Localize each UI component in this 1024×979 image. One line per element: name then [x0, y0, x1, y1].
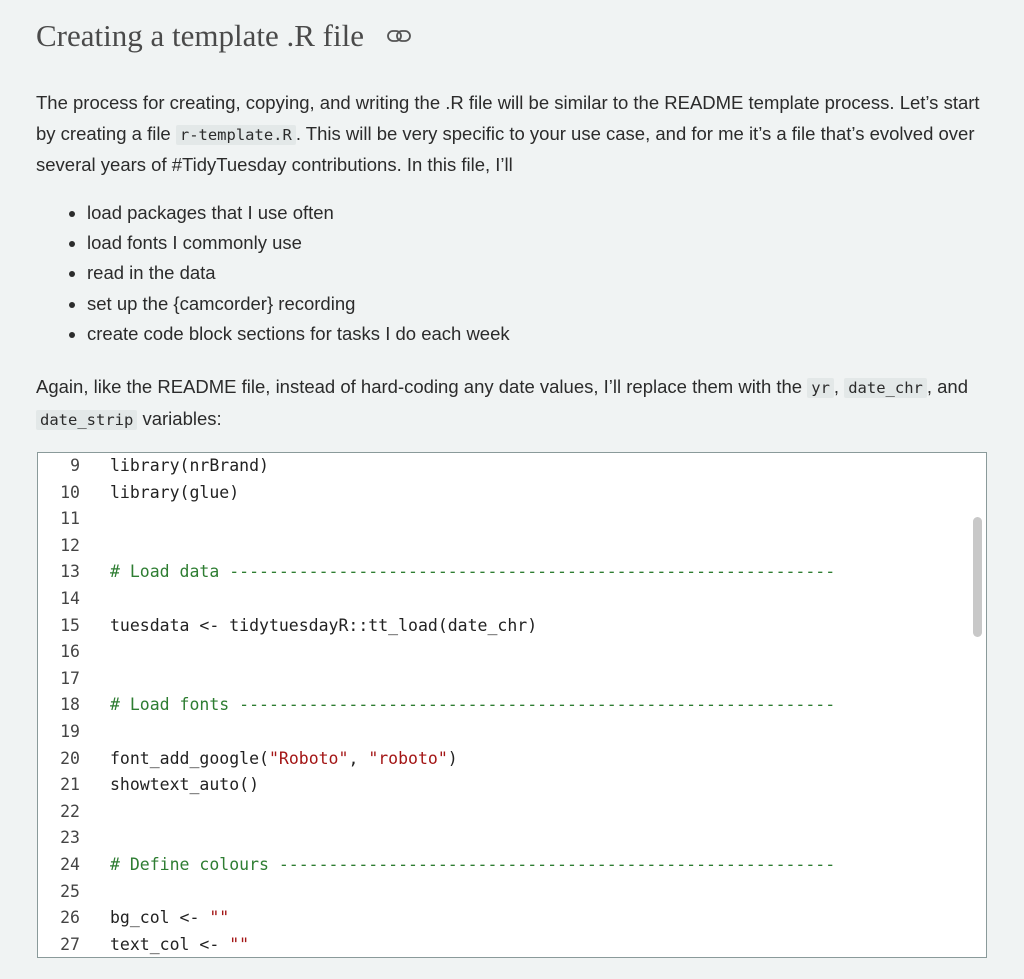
again-text-3: , and: [926, 376, 969, 397]
code-comment: # Load fonts ---------------------------…: [110, 695, 836, 715]
code-token: showtext_auto(): [110, 775, 260, 795]
inline-code-yr: yr: [807, 378, 834, 398]
line-number: 16: [60, 642, 80, 662]
line-number: 17: [60, 668, 80, 688]
line-number: 15: [60, 615, 80, 635]
line-number: 24: [60, 855, 80, 874]
line-number: 23: [60, 828, 80, 848]
intro-text-2: . This will be very specific to your use…: [36, 122, 975, 176]
list-item: create code block sections for tasks I d…: [87, 319, 510, 349]
code-text: library(glue): [110, 483, 239, 502]
line-number: 12: [60, 535, 80, 555]
variables-paragraph: Again, like the README file, instead of …: [36, 372, 986, 435]
section-heading: Creating a template .R file: [36, 18, 412, 54]
list-item: load packages that I use often: [87, 198, 510, 228]
code-token: library(nrBrand): [110, 456, 269, 475]
section-title: Creating a template .R file: [36, 18, 364, 53]
inline-code-date-chr: date_chr: [844, 378, 927, 398]
line-number: 13: [60, 562, 80, 582]
line-number: 21: [60, 775, 80, 795]
line-number: 10: [60, 482, 80, 502]
line-number: 11: [60, 509, 80, 529]
code-text: font_add_google("Roboto", "roboto"): [110, 749, 458, 768]
list-item: load fonts I commonly use: [87, 228, 510, 258]
code-token: text_col <-: [110, 934, 230, 954]
line-number: 26: [60, 908, 80, 928]
again-text-2: ,: [833, 376, 845, 397]
code-comment: # Define colours -----------------------…: [110, 855, 836, 874]
code-text: # Load fonts ---------------------------…: [110, 695, 835, 714]
intro-paragraph: The process for creating, copying, and w…: [36, 88, 986, 181]
code-string: "roboto": [368, 748, 448, 768]
code-string: "": [209, 908, 230, 928]
code-comment: # Load data ----------------------------…: [110, 562, 836, 582]
inline-code-r-template: r-template.R: [175, 124, 296, 145]
line-number: 9: [70, 456, 80, 475]
code-string: "Roboto": [268, 748, 349, 768]
list-item: set up the {camcorder} recording: [87, 289, 510, 319]
intro-text-1: The process for creating, copying, and w…: [36, 92, 980, 144]
again-text-4: variables:: [137, 407, 222, 429]
line-number: 14: [60, 589, 80, 608]
code-text: # Load data ----------------------------…: [110, 562, 835, 581]
code-token: ): [447, 748, 458, 768]
code-text: # Define colours -----------------------…: [110, 855, 835, 874]
line-number: 25: [60, 881, 80, 901]
code-text: text_col <- "": [110, 935, 249, 954]
code-token: font_add_google(: [110, 748, 269, 768]
code-text: tuesdata <- tidytuesdayR::tt_load(date_c…: [110, 616, 537, 635]
code-token: tuesdata <- tidytuesdayR::tt_load(date_c…: [110, 615, 538, 635]
line-number: 22: [60, 801, 80, 821]
line-number: 20: [60, 748, 80, 768]
link-icon[interactable]: [386, 26, 412, 46]
code-string: "": [229, 934, 250, 954]
again-text-1: Again, like the README file, instead of …: [36, 376, 808, 397]
code-text: bg_col <- "": [110, 908, 229, 927]
code-token: library(glue): [110, 482, 240, 502]
line-number: 19: [60, 722, 80, 741]
list-item: read in the data: [87, 258, 510, 288]
code-token: bg_col <-: [110, 908, 210, 928]
code-token: ,: [348, 748, 369, 768]
line-number: 18: [60, 695, 80, 715]
code-scrollbar[interactable]: [973, 517, 982, 637]
code-text: showtext_auto(): [110, 775, 259, 794]
task-list: load packages that I use often load font…: [36, 198, 510, 349]
code-text: library(nrBrand): [110, 456, 269, 475]
line-number: 27: [60, 934, 80, 954]
inline-code-date-strip: date_strip: [36, 409, 138, 430]
code-block[interactable]: 9 library(nrBrand) 10 library(glue) 11 12 13 # …: [37, 452, 987, 958]
